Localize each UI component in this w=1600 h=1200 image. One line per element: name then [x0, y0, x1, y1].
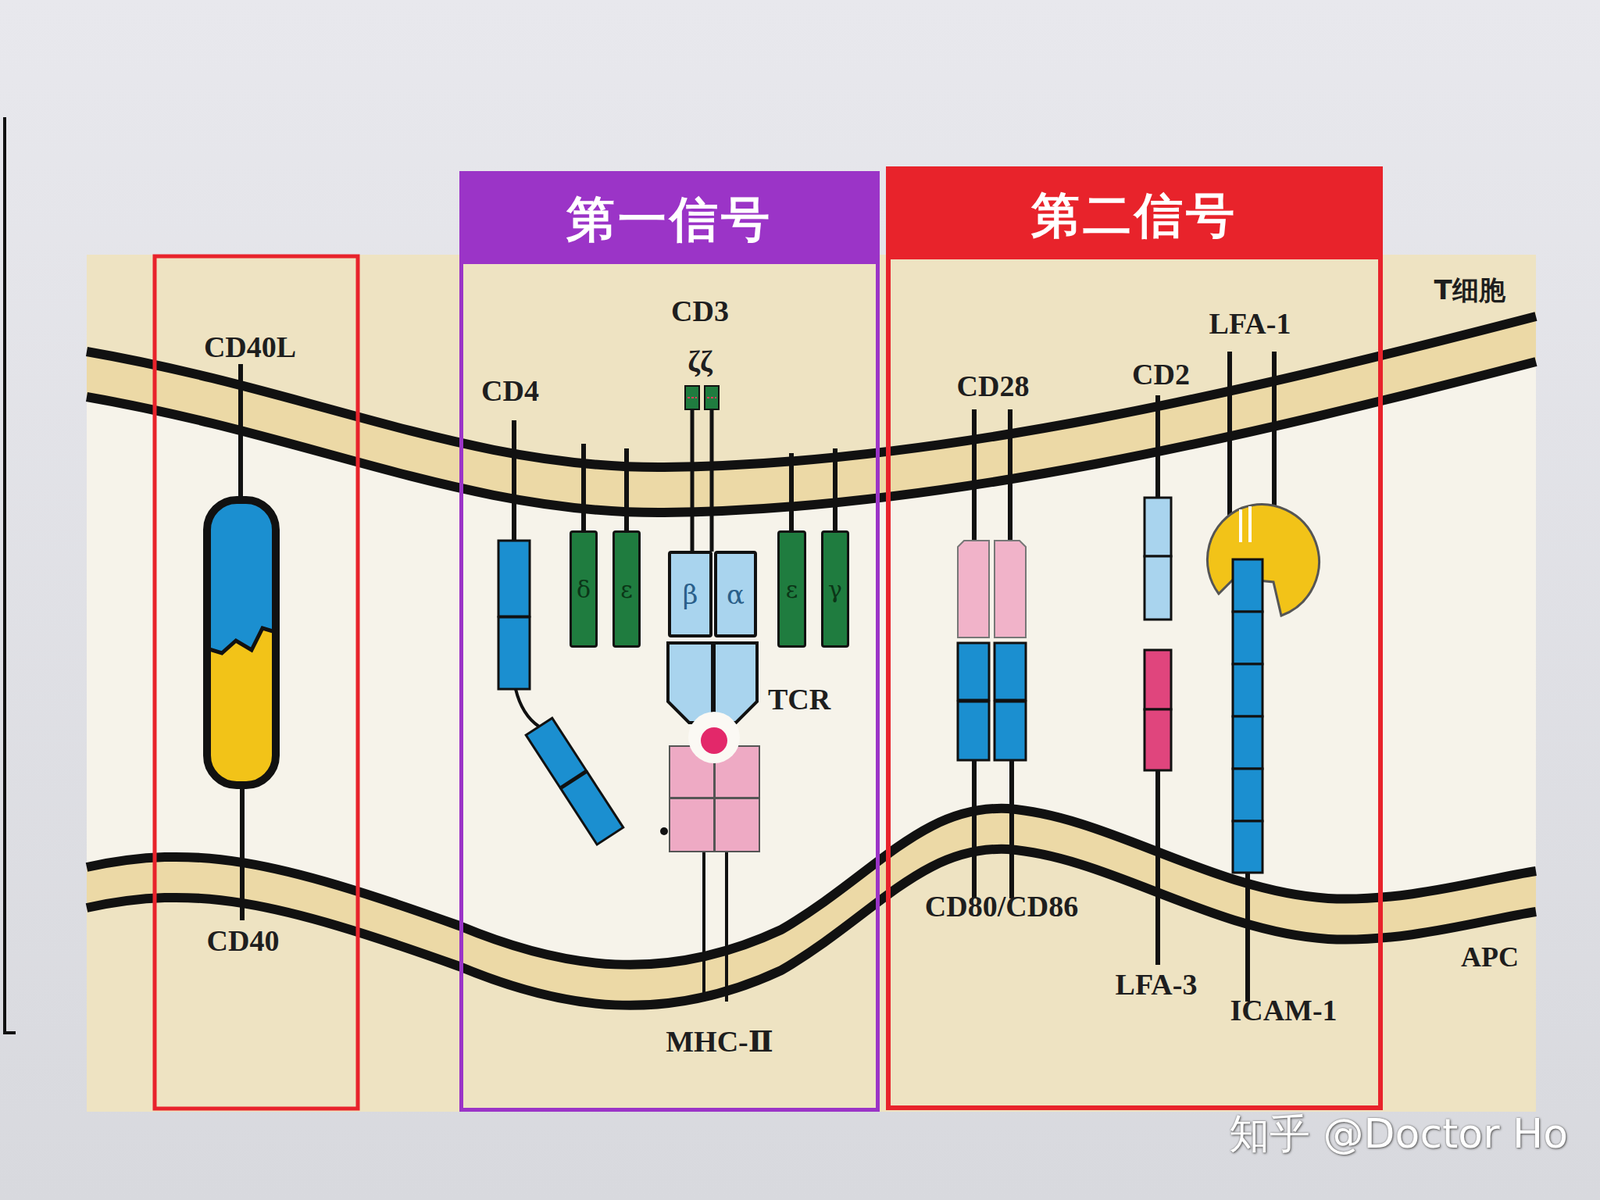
tcr-domain — [667, 642, 713, 723]
stem-line — [1155, 395, 1161, 498]
stem-line — [624, 448, 629, 532]
t-membrane-line — [86, 361, 1536, 513]
zeta-chain — [704, 385, 719, 410]
hinge-line — [515, 689, 540, 727]
lfa1-mark — [1248, 506, 1252, 543]
peptide-groove — [688, 711, 740, 764]
molecule-label: CD3 — [671, 293, 729, 329]
signal-header: 第一信号 — [463, 175, 876, 265]
stem-line — [1009, 760, 1015, 899]
capsule-outline — [207, 500, 276, 786]
tcr-chain: α — [714, 550, 758, 638]
chain-letter: δ — [576, 575, 591, 604]
cd4-domain — [498, 617, 530, 690]
molecule-label: CD40 — [207, 923, 280, 958]
tcr-chain: β — [667, 550, 713, 638]
cd3-chain: ε — [777, 530, 807, 648]
mhc-domain — [669, 798, 715, 852]
zeta-chain — [685, 385, 700, 410]
molecule-label: CD28 — [957, 368, 1030, 404]
stem-line — [511, 420, 517, 541]
cd3-chain: γ — [821, 530, 850, 648]
lfa1-head — [1207, 504, 1319, 616]
zeta-mark — [707, 396, 717, 399]
lfa3-domain — [1144, 709, 1172, 771]
molecule-label: LFA-1 — [1209, 306, 1292, 341]
apc-membrane-band — [86, 808, 1536, 1006]
cd80-domain — [994, 642, 1026, 700]
stem-line — [690, 407, 695, 552]
stem-line — [832, 448, 838, 532]
chain-letter: ε — [620, 575, 633, 604]
t-membrane-band — [86, 316, 1536, 513]
cd80-domain — [957, 701, 990, 761]
tcr-domain — [714, 642, 758, 723]
signal-header: 第二信号 — [890, 171, 1379, 260]
stem-line — [239, 783, 245, 921]
lfa1-mark — [1239, 509, 1243, 543]
mhc-domain — [714, 798, 760, 852]
molecule-label: MHC-Ⅱ — [665, 1023, 774, 1059]
cell-label: APC — [1460, 940, 1519, 974]
molecule-label: CD80/CD86 — [925, 889, 1079, 924]
signal-title: 第一信号 — [566, 186, 773, 253]
cd80-domain — [957, 642, 990, 700]
chain-letter: β — [682, 578, 699, 611]
stem-line — [971, 409, 977, 543]
cd28-domain — [994, 540, 1026, 638]
cd2-domain — [1144, 556, 1172, 620]
stem-line — [1227, 351, 1233, 519]
stem-line — [238, 364, 243, 502]
icam1-column — [1232, 559, 1263, 873]
synaptic-cleft — [86, 254, 1536, 1112]
stem-line — [581, 443, 586, 532]
cd4-domain — [498, 540, 530, 617]
chain-letter: ε — [785, 575, 799, 604]
stem-line — [971, 760, 977, 899]
cell-label: T细胞 — [1433, 272, 1505, 309]
zeta-mark — [687, 396, 697, 399]
molecule-label: ICAM-1 — [1229, 992, 1337, 1028]
cd2-domain — [1144, 497, 1172, 557]
watermark: 知乎 @Doctor Ho — [1228, 1107, 1568, 1162]
cd3-chain: δ — [569, 530, 598, 648]
stem-line — [710, 407, 715, 552]
stem-line — [1271, 351, 1277, 508]
apc-membrane-line — [86, 849, 1536, 1006]
molecule-label: LFA-3 — [1115, 967, 1198, 1002]
stem-line — [789, 453, 794, 532]
molecule-label: CD40L — [203, 329, 297, 365]
cd3-chain: ε — [612, 530, 641, 648]
peptide — [700, 727, 728, 754]
cd40-frame — [154, 256, 358, 1109]
stem-line — [725, 850, 729, 1002]
cd4-domain — [525, 717, 624, 845]
stem-line — [1245, 871, 1250, 1002]
stem-line — [702, 850, 706, 1002]
signal-title: 第二信号 — [1031, 182, 1238, 249]
lfa3-domain — [1144, 650, 1172, 710]
cd80-domain — [994, 701, 1026, 761]
edge-line — [4, 117, 16, 1033]
stem-line — [1155, 770, 1161, 965]
cd40-capsule — [207, 500, 276, 786]
molecule-label: CD2 — [1132, 357, 1190, 392]
chain-letter: γ — [828, 575, 843, 604]
signal-frame: 第一信号δεβαεγ — [459, 171, 880, 1112]
cd28-domain — [957, 540, 990, 638]
molecule-label: CD4 — [481, 373, 540, 408]
molecule-label: TCR — [767, 682, 831, 717]
molecule-label: ζζ — [687, 343, 712, 379]
stem-line — [1007, 409, 1013, 543]
dot — [660, 827, 668, 836]
chain-letter: α — [726, 578, 745, 611]
